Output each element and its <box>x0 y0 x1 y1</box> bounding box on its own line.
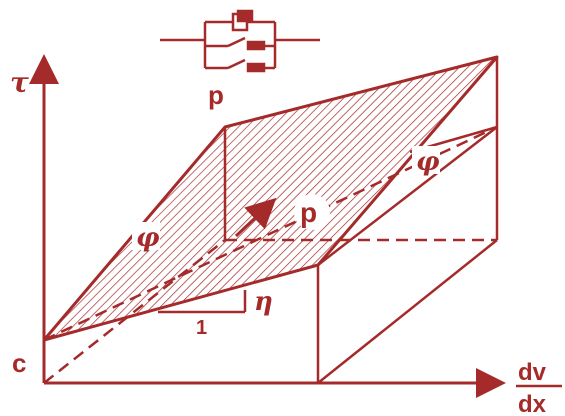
axes <box>29 54 506 398</box>
dashed-lines <box>43 125 498 384</box>
friction-angle-label-left: φ <box>136 223 160 253</box>
phi-label-right-bg <box>412 146 440 174</box>
pressure-arrow <box>234 197 277 238</box>
shear-rate-label-top: dv <box>518 359 547 386</box>
viscosity-label: η <box>254 287 273 317</box>
rheological-model-label: p <box>208 80 224 110</box>
pressure-label: p <box>300 197 317 228</box>
intercept-label: c <box>12 348 26 378</box>
pressure-label-bg <box>294 194 330 230</box>
friction-angle-label-right: φ <box>416 147 440 177</box>
tau-axis-label: τ <box>10 66 29 99</box>
rheological-model-icon <box>160 9 320 73</box>
slope-run-label: 1 <box>196 317 207 339</box>
slope-triangle <box>158 290 247 314</box>
phi-label-left-bg <box>132 222 160 250</box>
shear-rate-label-bottom: dx <box>518 391 547 416</box>
